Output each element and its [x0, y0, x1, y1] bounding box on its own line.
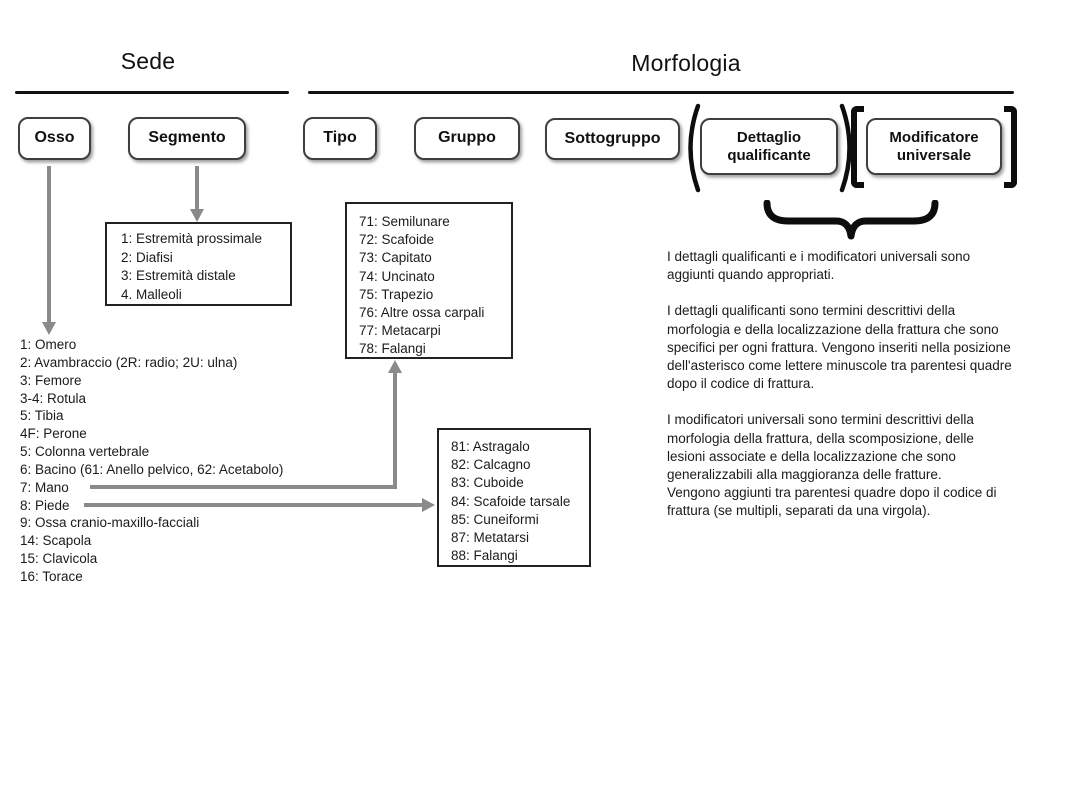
morfologia-underline — [308, 91, 1014, 94]
foot-bones-box: 81: Astragalo 82: Calcagno 83: Cuboide 84: … — [437, 428, 591, 567]
foot-bone-item: 87: Metatarsi — [451, 530, 530, 546]
segment-list-item: 4. Malleoli — [121, 286, 182, 302]
underbrace-icon — [763, 200, 939, 240]
bone-list-item: 1: Omero — [20, 337, 77, 352]
mano-arrowhead-icon — [388, 360, 402, 373]
notes-line: frattura (se multipli, separati da una v… — [667, 503, 931, 519]
foot-bone-item: 88: Falangi — [451, 548, 518, 564]
segmento-box: Segmento — [128, 117, 246, 160]
piede-arrow-horizontal — [84, 503, 422, 507]
osso-arrow-line — [47, 166, 51, 324]
foot-bone-item: 83: Cuboide — [451, 475, 524, 491]
notes-line: I dettagli qualificanti e i modificatori… — [667, 249, 971, 264]
foot-bone-item: 81: Astragalo — [451, 439, 530, 454]
mano-arrow-vertical — [393, 371, 397, 489]
notes-line: aggiunti quando appropriati. — [667, 267, 835, 283]
bone-list-item: 3: Femore — [20, 372, 82, 388]
notes-line: I modificatori universali sono termini d… — [667, 412, 974, 428]
hand-bone-item: 73: Capitato — [359, 250, 432, 266]
notes-paragraph-1: I dettagli qualificanti e i modificatori… — [667, 248, 1065, 284]
sede-underline — [15, 91, 289, 94]
open-bracket-icon — [851, 106, 864, 188]
notes-paragraph-2: I dettagli qualificanti sono termini des… — [667, 302, 1065, 393]
notes-paragraph-3: I modificatori universali sono termini d… — [667, 411, 1065, 520]
gruppo-box: Gruppo — [414, 117, 520, 160]
sede-title: Sede — [120, 48, 176, 74]
segment-list-item: 1: Estremità prossimale — [121, 231, 263, 246]
dettaglio-qualificante-box: Dettaglio qualificante — [700, 118, 838, 175]
open-paren-icon — [688, 103, 701, 193]
bone-list-item: 9: Ossa cranio-maxillo-facciali — [20, 515, 200, 531]
notes-line: lesioni associate e della localizzazione… — [667, 448, 956, 464]
hand-bone-item: 72: Scafoide — [359, 232, 435, 248]
notes-line: specifici per ogni frattura. Vengono ins… — [667, 339, 1011, 355]
notes-line: generalizzabili alla maggioranza delle f… — [667, 467, 942, 483]
close-paren-icon — [839, 103, 852, 193]
notes-line: Vengono aggiunti tra parentesi quadre do… — [667, 485, 997, 501]
sottogruppo-box: Sottogruppo — [545, 118, 680, 160]
hand-bone-item: 78: Falangi — [359, 341, 426, 357]
bone-list-item: 5: Colonna vertebrale — [20, 444, 150, 460]
notes-line: morfologia della frattura, della scompos… — [667, 430, 974, 446]
modificatore-universale-box: Modificatore universale — [866, 118, 1002, 175]
bone-list-item: 3-4: Rotula — [20, 390, 87, 406]
notes-line: dell'asterisco come lettere minuscole tr… — [667, 358, 1012, 374]
foot-bone-item: 84: Scafoide tarsale — [451, 493, 571, 509]
hand-bone-item: 76: Altre ossa carpali — [359, 305, 485, 321]
bone-list-item: 15: Clavicola — [20, 551, 98, 567]
segment-list-box: 1: Estremità prossimale 2: Diafisi 3: Estr… — [105, 222, 292, 306]
osso-arrowhead-icon — [42, 322, 56, 335]
hand-bone-item: 71: Semilunare — [359, 214, 450, 229]
bone-list-item: 2: Avambraccio (2R: radio; 2U: ulna) — [20, 354, 238, 370]
bone-list-item: 7: Mano — [20, 479, 69, 495]
notes-block: I dettagli qualificanti e i modificatori… — [667, 248, 1065, 539]
notes-line: morfologia e della localizzazione della … — [667, 321, 999, 337]
hand-bones-box: 71: Semilunare 72: Scafoide 73: Capitato 74… — [345, 202, 513, 359]
bone-list-item: 16: Torace — [20, 568, 83, 584]
tipo-box: Tipo — [303, 117, 377, 160]
bone-list-item: 6: Bacino (61: Anello pelvico, 62: Aceta… — [20, 461, 284, 477]
segment-list-item: 3: Estremità distale — [121, 268, 236, 284]
foot-bone-item: 85: Cuneiformi — [451, 511, 539, 527]
hand-bone-item: 75: Trapezio — [359, 286, 434, 302]
bone-list-item: 8: Piede — [20, 497, 70, 513]
segment-list-item: 2: Diafisi — [121, 249, 173, 265]
morfologia-title: Morfologia — [631, 50, 741, 76]
bone-list-item: 4F: Perone — [20, 426, 87, 442]
close-bracket-icon — [1004, 106, 1017, 188]
foot-bone-item: 82: Calcagno — [451, 457, 531, 473]
segmento-arrow-line — [195, 166, 199, 211]
segmento-arrowhead-icon — [190, 209, 204, 222]
piede-arrowhead-icon — [422, 498, 435, 512]
osso-box: Osso — [18, 117, 91, 160]
bone-list-item: 5: Tibia — [20, 408, 64, 424]
bone-list-item: 14: Scapola — [20, 533, 92, 549]
notes-line: dopo il codice di frattura. — [667, 376, 815, 392]
notes-line: I dettagli qualificanti sono termini des… — [667, 303, 956, 319]
mano-arrow-horizontal — [90, 485, 397, 489]
bone-list: 1: Omero 2: Avambraccio (2R: radio; 2U: u… — [20, 336, 283, 586]
hand-bone-item: 74: Uncinato — [359, 268, 435, 284]
hand-bone-item: 77: Metacarpi — [359, 323, 441, 339]
